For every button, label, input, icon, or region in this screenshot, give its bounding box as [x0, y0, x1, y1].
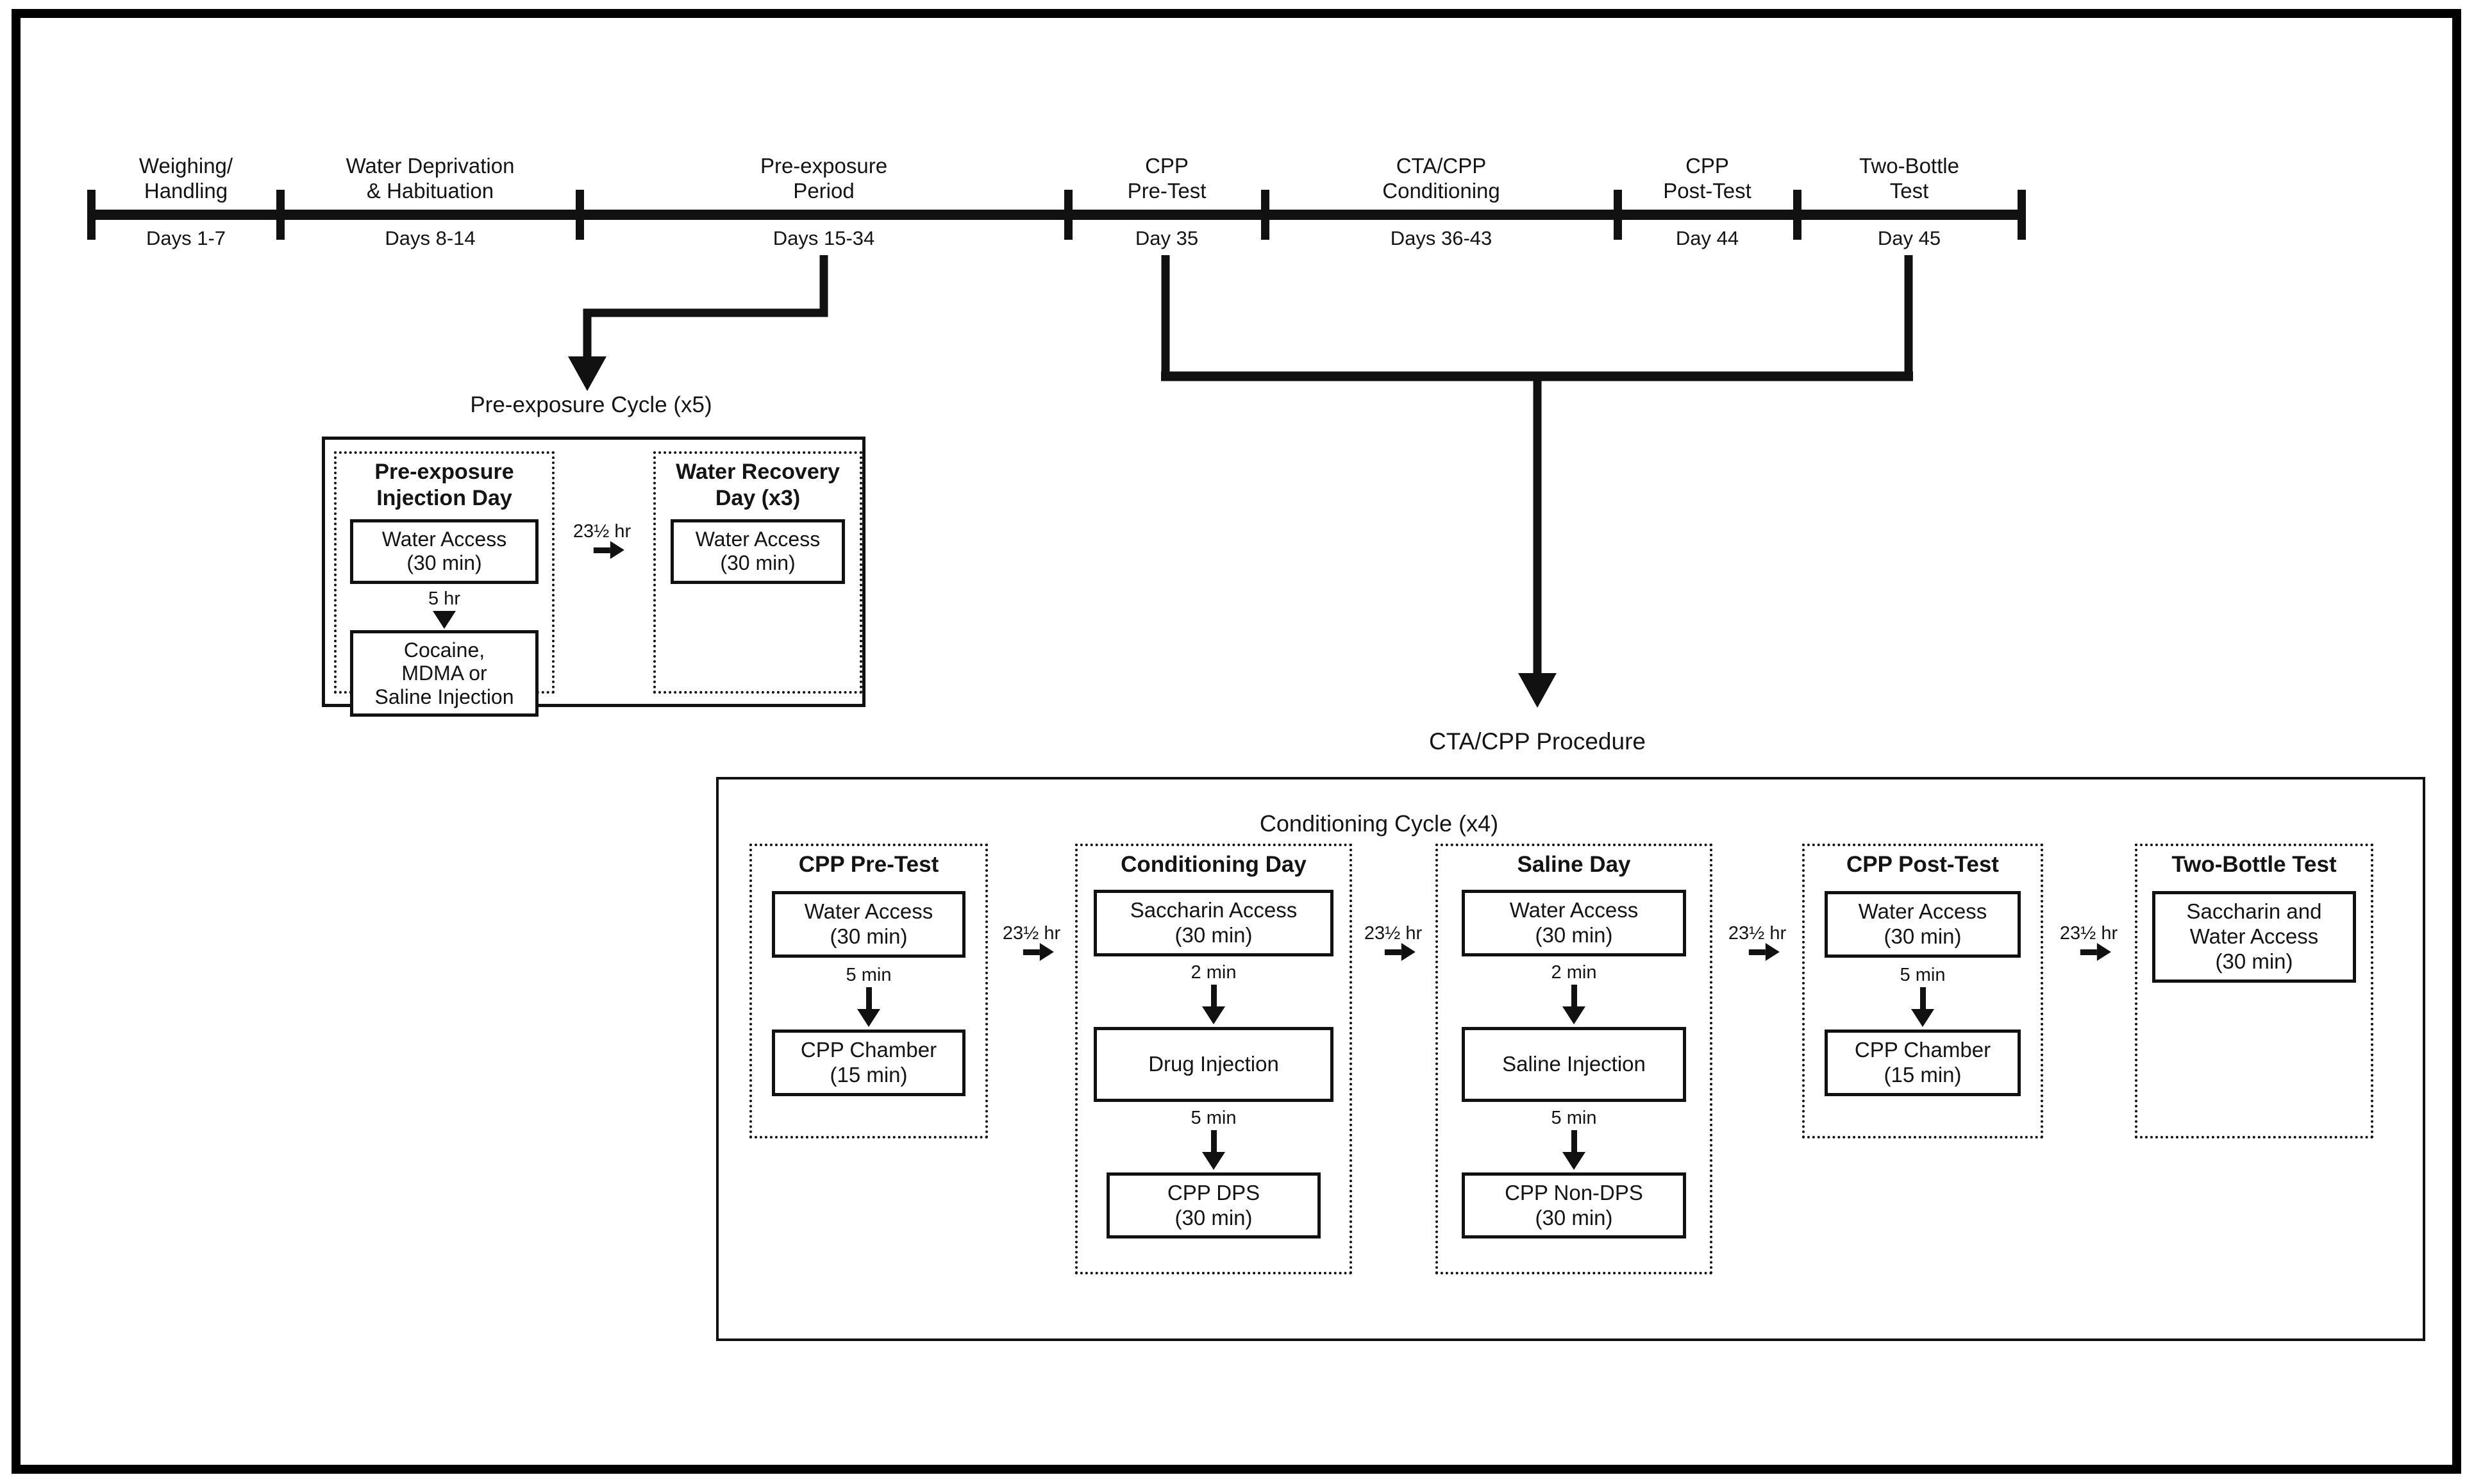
- saline-injection-box: Saline Injection: [1462, 1026, 1686, 1102]
- water-access-box: Water Access (30 min): [350, 519, 539, 585]
- phase-water-deprivation: Water Deprivation& Habituation: [346, 154, 515, 203]
- water-access-box: Water Access (30 min): [1462, 890, 1686, 956]
- right-arrow-icon: [593, 547, 610, 553]
- column-header: CPP Pre-Test: [798, 852, 939, 877]
- interval-connector: 23½ hr: [1364, 923, 1423, 955]
- days-label: Day 44: [1675, 227, 1739, 249]
- timeline-tick: [576, 190, 584, 240]
- preexposure-cycle-title: Pre-exposure Cycle (x5): [470, 392, 712, 417]
- interval-label: 23½ hr: [2059, 923, 2118, 944]
- figure-border-frame: [12, 9, 2461, 1474]
- preexposure-injection-day-header: Pre-exposure Injection Day: [374, 460, 514, 510]
- interval-label: 5 hr: [428, 588, 460, 610]
- timeline-tick: [1614, 190, 1622, 240]
- cpp-chamber-box: CPP Chamber (15 min): [1825, 1029, 2021, 1096]
- timeline-tick: [1064, 190, 1073, 240]
- column-cpp-posttest: CPP Post-Test Water Access (30 min) 5 mi…: [1802, 844, 2043, 1138]
- column-twobottle-test: Two-Bottle Test Saccharin and Water Acce…: [2135, 844, 2373, 1138]
- column-header: CPP Post-Test: [1846, 852, 1999, 877]
- interval-label: 5 min: [1900, 964, 1946, 985]
- right-arrow-icon: [1384, 949, 1401, 955]
- preexposure-elbow-arrowhead: [568, 356, 606, 391]
- right-arrow-icon: [1023, 949, 1040, 955]
- preexposure-injection-day-box: Pre-exposure Injection Day Water Access …: [334, 451, 555, 717]
- down-arrow-icon: [1919, 987, 1926, 1009]
- right-arrow-icon: [1748, 949, 1766, 955]
- timeline-bar: [91, 210, 2022, 220]
- column-header: Conditioning Day: [1121, 852, 1307, 877]
- cpp-non-dps-box: CPP Non-DPS (30 min): [1462, 1172, 1686, 1239]
- column-header: Saline Day: [1517, 852, 1631, 877]
- interval-label: 2 min: [1191, 962, 1237, 983]
- timeline-tick: [2018, 190, 2026, 240]
- timeline-tick: [1261, 190, 1269, 240]
- cpp-dps-box: CPP DPS (30 min): [1107, 1172, 1321, 1239]
- down-arrow-icon: [865, 987, 872, 1009]
- days-label: Days 36-43: [1390, 227, 1492, 249]
- cpp-chamber-box: CPP Chamber (15 min): [772, 1029, 965, 1096]
- ctacpp-procedure-label: CTA/CPP Procedure: [1429, 728, 1646, 755]
- water-access-box: Water Access (30 min): [671, 519, 845, 585]
- water-access-box: Water Access (30 min): [772, 891, 965, 958]
- preexposure-cycle-box: Pre-exposure Injection Day Water Access …: [322, 437, 865, 717]
- right-arrow-icon: [2080, 949, 2097, 955]
- interval-label: 5 min: [1191, 1107, 1237, 1128]
- days-label: Days 1-7: [146, 227, 226, 249]
- down-arrow-icon: [1571, 984, 1577, 1006]
- days-label: Day 45: [1877, 227, 1941, 249]
- drug-injection-box: Drug Injection: [1094, 1026, 1333, 1102]
- cocaine-mdma-saline-injection-box: Cocaine, MDMA or Saline Injection: [350, 629, 539, 717]
- phase-weighing-handling: Weighing/Handling: [138, 154, 233, 203]
- interval-connector: 23½ hr: [1728, 923, 1787, 955]
- water-recovery-day-header: Water Recovery Day (x3): [676, 460, 840, 510]
- days-label: Day 35: [1135, 227, 1199, 249]
- saccharin-and-water-access-box: Saccharin and Water Access (30 min): [2152, 891, 2356, 983]
- timeline-tick: [1793, 190, 1801, 240]
- interval-label: 5 min: [1551, 1107, 1597, 1128]
- interval-label: 2 min: [1551, 962, 1597, 983]
- timeline-tick: [87, 190, 96, 240]
- preexposure-elbow-arrow-line: [583, 255, 828, 360]
- interval-label: 23½ hr: [1364, 923, 1423, 944]
- down-arrow-icon: [1210, 984, 1217, 1006]
- interval-label: 5 min: [846, 964, 892, 985]
- preexposure-interval-connector: 23½ hr: [573, 521, 631, 553]
- column-conditioning-day: Conditioning Day Saccharin Access (30 mi…: [1075, 844, 1352, 1274]
- water-recovery-day-box: Water Recovery Day (x3) Water Access (30…: [653, 451, 862, 694]
- days-label: Days 8-14: [385, 227, 476, 249]
- column-saline-day: Saline Day Water Access (30 min) 2 min S…: [1435, 844, 1712, 1274]
- water-access-box: Water Access (30 min): [1825, 891, 2021, 958]
- ctacpp-procedure-box: Conditioning Cycle (x4) CPP Pre-Test Wat…: [716, 777, 2425, 1341]
- days-label: Days 15-34: [773, 227, 875, 249]
- interval-connector: 23½ hr: [1002, 923, 1061, 955]
- conditioning-cycle-title: Conditioning Cycle (x4): [1259, 810, 1499, 837]
- interval-connector: 23½ hr: [2059, 923, 2118, 955]
- timeline-tick: [276, 190, 285, 240]
- bracket-center-arrowhead: [1518, 673, 1557, 708]
- column-cpp-pretest: CPP Pre-Test Water Access (30 min) 5 min…: [749, 844, 988, 1138]
- interval-label: 23½ hr: [1002, 923, 1061, 944]
- down-arrow-icon: [1210, 1130, 1217, 1152]
- interval-label: 23½ hr: [573, 521, 631, 542]
- column-header: Two-Bottle Test: [2171, 852, 2337, 877]
- interval-label: 23½ hr: [1728, 923, 1787, 944]
- down-arrow-icon: [1571, 1130, 1577, 1152]
- saccharin-access-box: Saccharin Access (30 min): [1094, 890, 1333, 956]
